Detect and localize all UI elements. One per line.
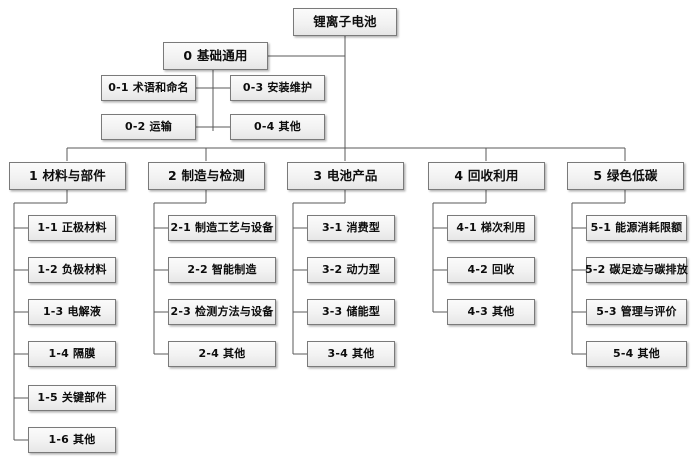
node-4-1[interactable]: 4-1 梯次利用: [447, 215, 535, 241]
node-category-1[interactable]: 1 材料与部件: [9, 162, 126, 190]
node-3-2[interactable]: 3-2 动力型: [307, 257, 395, 283]
node-foundation-child-2[interactable]: 0-3 安装维护: [230, 75, 325, 101]
node-1-4[interactable]: 1-4 隔膜: [28, 341, 116, 367]
node-category-2[interactable]: 2 制造与检测: [148, 162, 265, 190]
node-2-1[interactable]: 2-1 制造工艺与设备: [168, 215, 276, 241]
node-foundation-child-1[interactable]: 0-2 运输: [101, 114, 196, 140]
node-2-2[interactable]: 2-2 智能制造: [168, 257, 276, 283]
node-4-3[interactable]: 4-3 其他: [447, 299, 535, 325]
node-foundation[interactable]: 0 基础通用: [163, 42, 268, 70]
node-3-3[interactable]: 3-3 储能型: [307, 299, 395, 325]
node-root[interactable]: 锂离子电池: [293, 8, 397, 36]
node-1-2[interactable]: 1-2 负极材料: [28, 257, 116, 283]
node-2-4[interactable]: 2-4 其他: [168, 341, 276, 367]
node-foundation-child-0[interactable]: 0-1 术语和命名: [101, 75, 196, 101]
node-foundation-child-3[interactable]: 0-4 其他: [230, 114, 325, 140]
node-3-1[interactable]: 3-1 消费型: [307, 215, 395, 241]
node-1-1[interactable]: 1-1 正极材料: [28, 215, 116, 241]
node-2-3[interactable]: 2-3 检测方法与设备: [168, 299, 276, 325]
node-category-5[interactable]: 5 绿色低碳: [567, 162, 684, 190]
node-category-3[interactable]: 3 电池产品: [287, 162, 404, 190]
node-5-1[interactable]: 5-1 能源消耗限额: [586, 215, 687, 241]
node-5-4[interactable]: 5-4 其他: [586, 341, 687, 367]
node-5-3[interactable]: 5-3 管理与评价: [586, 299, 687, 325]
node-3-4[interactable]: 3-4 其他: [307, 341, 395, 367]
node-category-4[interactable]: 4 回收利用: [428, 162, 545, 190]
node-1-5[interactable]: 1-5 关键部件: [28, 385, 116, 411]
node-1-3[interactable]: 1-3 电解液: [28, 299, 116, 325]
node-5-2[interactable]: 5-2 碳足迹与碳排放: [585, 257, 688, 283]
node-4-2[interactable]: 4-2 回收: [447, 257, 535, 283]
node-1-6[interactable]: 1-6 其他: [28, 427, 116, 453]
